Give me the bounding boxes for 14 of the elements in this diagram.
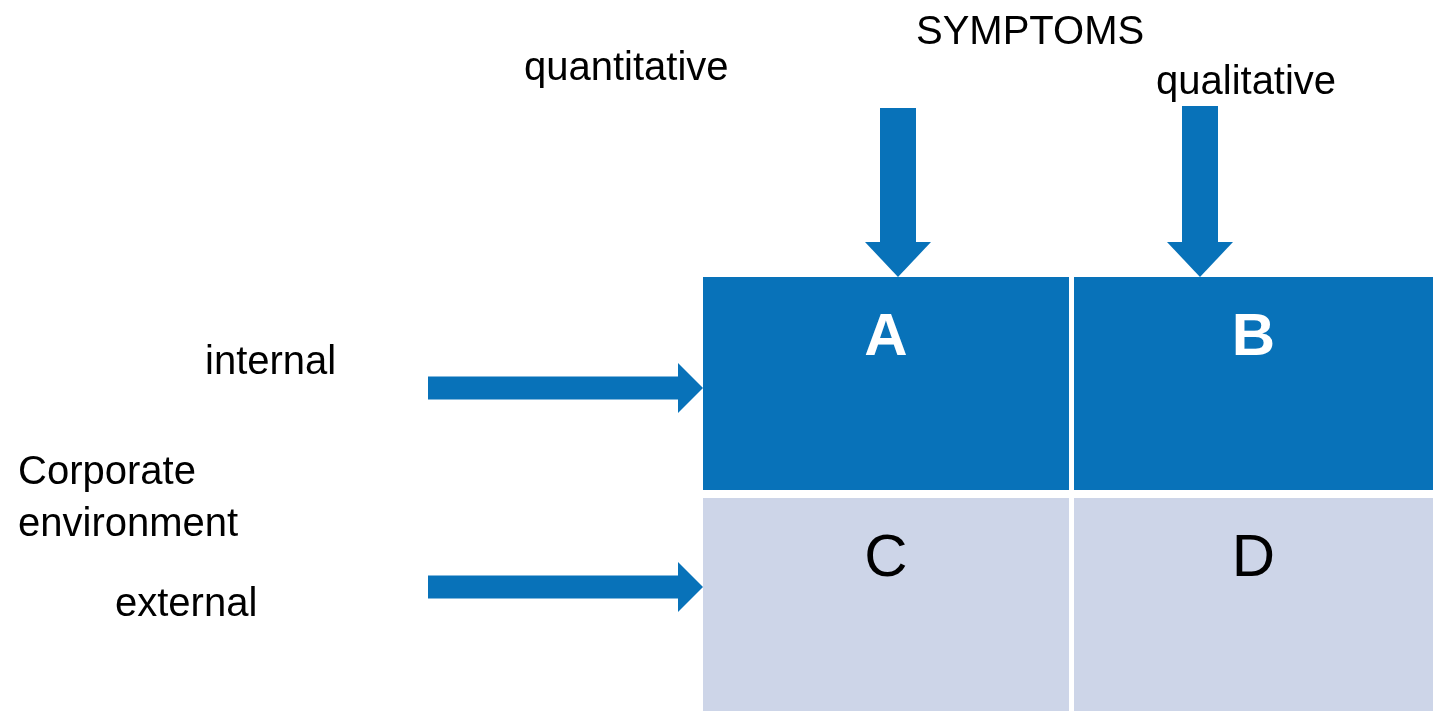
matrix-cell: D xyxy=(1074,498,1433,711)
text-label: internal xyxy=(205,337,337,384)
block-arrow xyxy=(428,562,703,612)
matrix-cell: A xyxy=(703,277,1069,490)
block-arrow xyxy=(428,363,703,413)
block-arrow xyxy=(865,108,931,277)
text-label: quantitative xyxy=(524,43,729,90)
text-label: qualitative xyxy=(1156,54,1376,106)
matrix-cell: C xyxy=(703,498,1069,711)
text-label: Corporate environment xyxy=(18,447,240,546)
title: SYMPTOMS xyxy=(916,7,1145,54)
block-arrow xyxy=(1167,106,1233,277)
matrix-cell: B xyxy=(1074,277,1433,490)
text-label: external xyxy=(115,579,258,626)
